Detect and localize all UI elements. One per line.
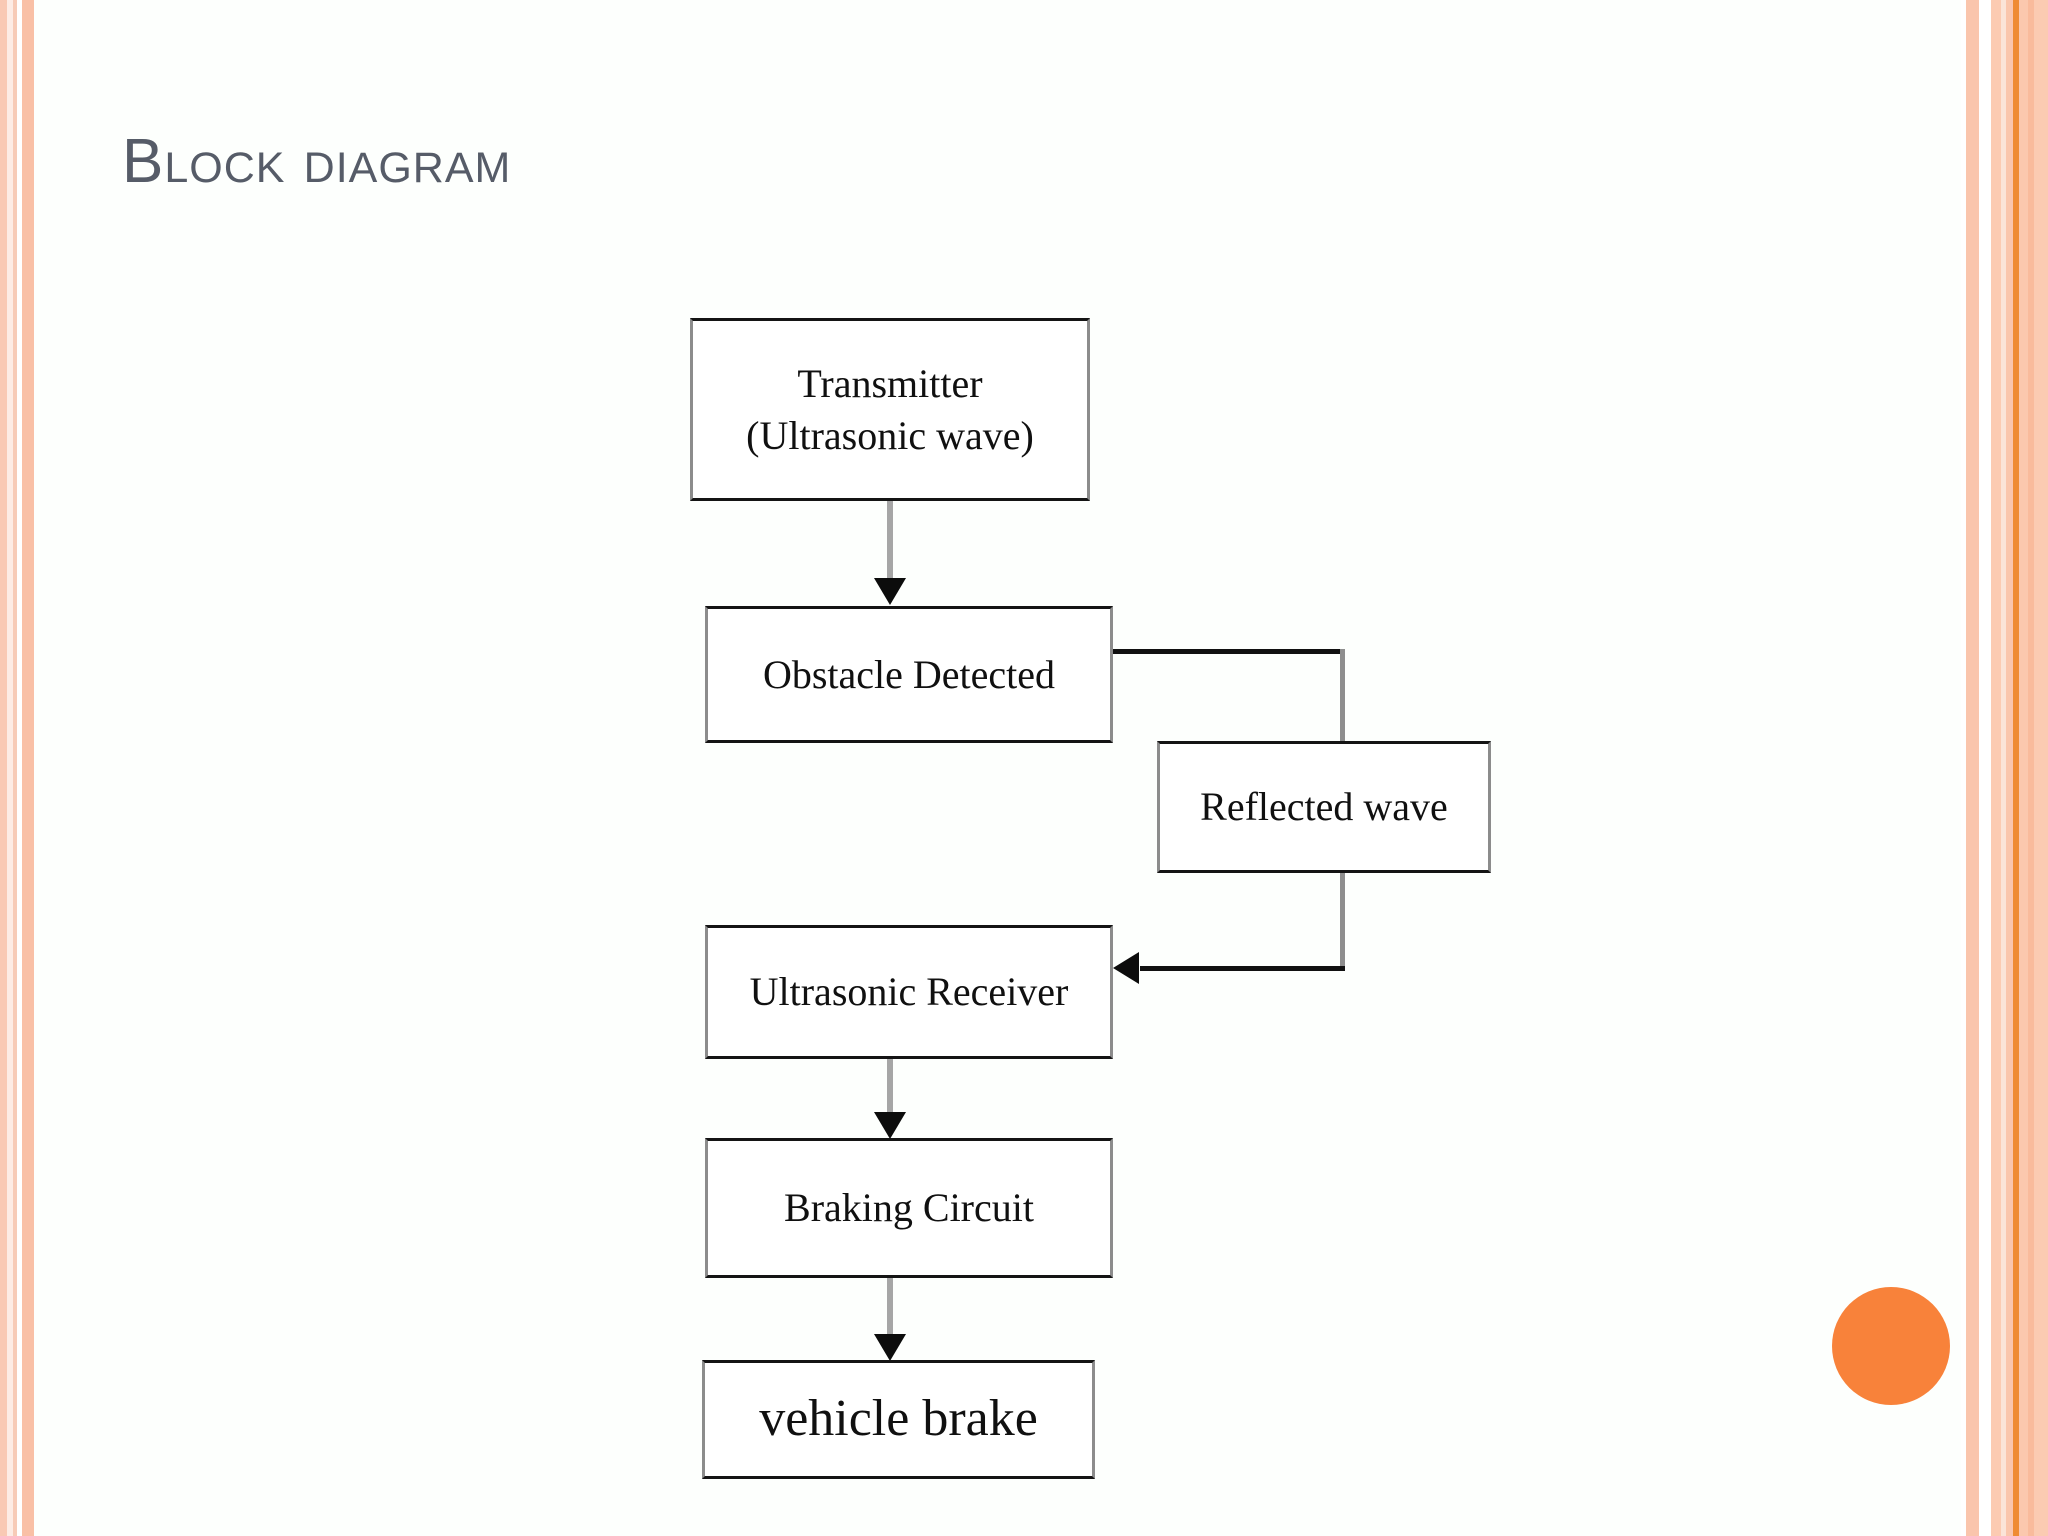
- connector-obstacle-to-reflected-horizontal: [1113, 649, 1345, 654]
- connector-reflected-to-receiver-vertical: [1340, 870, 1345, 970]
- connector-braking-to-vehicle-line: [887, 1278, 893, 1334]
- node-ultrasonic-receiver[interactable]: Ultrasonic Receiver: [705, 925, 1113, 1059]
- connector-receiver-to-braking-line: [887, 1059, 893, 1112]
- node-ultrasonic-receiver-label: Ultrasonic Receiver: [749, 969, 1069, 1015]
- connector-transmitter-to-obstacle-arrowhead: [874, 578, 906, 605]
- connector-transmitter-to-obstacle-line: [887, 501, 893, 578]
- connector-receiver-to-braking-arrowhead: [874, 1112, 906, 1139]
- node-obstacle-detected-label: Obstacle Detected: [762, 651, 1056, 697]
- node-vehicle-brake[interactable]: vehicle brake: [702, 1360, 1095, 1479]
- node-braking-circuit[interactable]: Braking Circuit: [705, 1138, 1113, 1278]
- node-reflected-wave-label: Reflected wave: [1200, 784, 1448, 830]
- page-title: Block diagram: [122, 127, 512, 196]
- node-braking-circuit-label: Braking Circuit: [784, 1185, 1034, 1231]
- node-transmitter[interactable]: Transmitter (Ultrasonic wave): [690, 318, 1090, 501]
- connector-reflected-to-receiver-horizontal: [1140, 966, 1345, 971]
- connector-braking-to-vehicle-arrowhead: [874, 1334, 906, 1361]
- node-obstacle-detected[interactable]: Obstacle Detected: [705, 606, 1113, 743]
- node-reflected-wave[interactable]: Reflected wave: [1157, 741, 1491, 873]
- orange-circle-icon: [1832, 1287, 1950, 1405]
- connector-obstacle-to-reflected-vertical: [1340, 649, 1345, 745]
- node-transmitter-line1: Transmitter: [797, 361, 983, 407]
- node-transmitter-line2: (Ultrasonic wave): [746, 412, 1034, 458]
- node-vehicle-brake-label: vehicle brake: [759, 1390, 1038, 1448]
- connector-reflected-to-receiver-arrowhead: [1113, 952, 1139, 984]
